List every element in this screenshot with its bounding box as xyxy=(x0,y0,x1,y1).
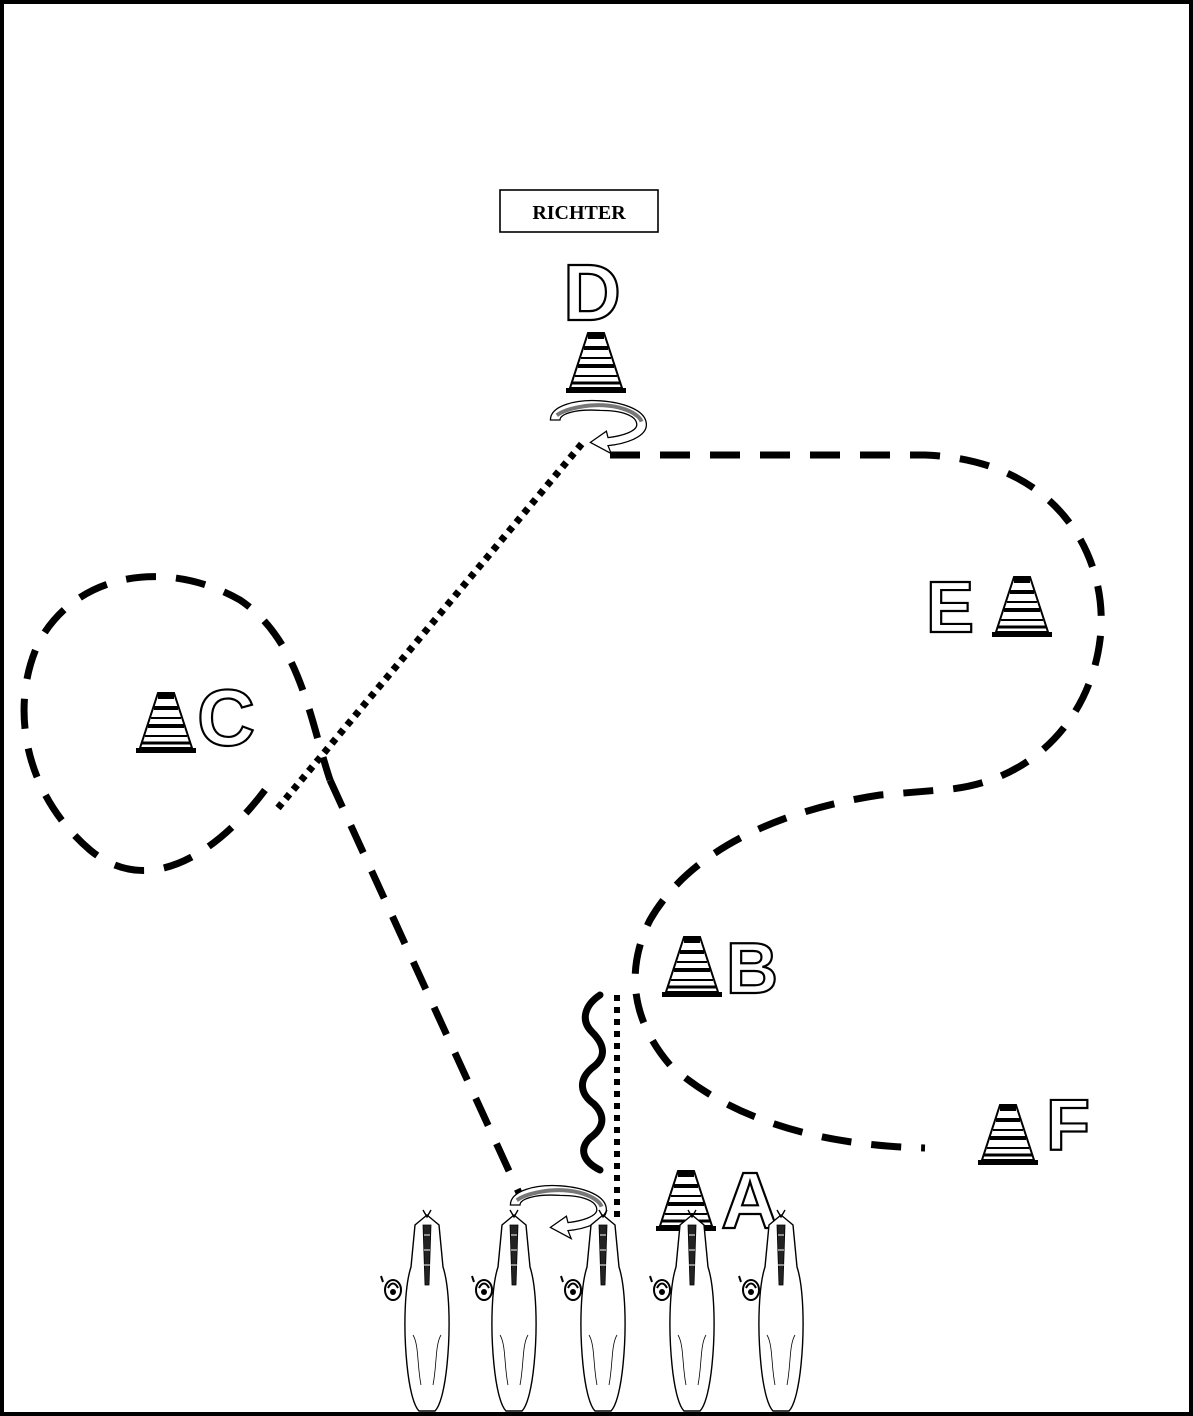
horse-icon xyxy=(404,1209,450,1412)
traffic-cone-icon xyxy=(976,1103,1040,1167)
route-dashed-diagonal xyxy=(326,778,524,1197)
rider-helmet-icon xyxy=(380,1275,402,1301)
judge-box xyxy=(499,189,659,233)
marker-d: D xyxy=(563,248,621,337)
rider-helmet-icon xyxy=(471,1275,493,1301)
rider-helmet-icon xyxy=(560,1275,582,1301)
route-dashed-east xyxy=(610,451,1105,1152)
marker-f: F xyxy=(1046,1086,1090,1166)
rider-helmet-icon xyxy=(738,1275,760,1301)
route-dashed-loop-c xyxy=(20,573,334,874)
traffic-cone-icon xyxy=(990,575,1054,639)
marker-c: C xyxy=(197,673,255,762)
traffic-cone-icon xyxy=(660,935,724,999)
horse-icon xyxy=(491,1209,537,1412)
horse-icon xyxy=(669,1209,715,1412)
route-dotted-diagonal xyxy=(275,437,588,811)
marker-e: E xyxy=(926,568,974,648)
wavy-line-icon xyxy=(579,991,606,1174)
traffic-cone-icon xyxy=(564,331,628,395)
marker-b: B xyxy=(726,929,778,1009)
judge-label: RICHTER xyxy=(532,202,626,224)
turn-arrow-icon xyxy=(550,401,646,454)
horse-icon xyxy=(580,1209,626,1412)
traffic-cone-icon xyxy=(134,691,198,755)
rider-helmet-icon xyxy=(649,1275,671,1301)
